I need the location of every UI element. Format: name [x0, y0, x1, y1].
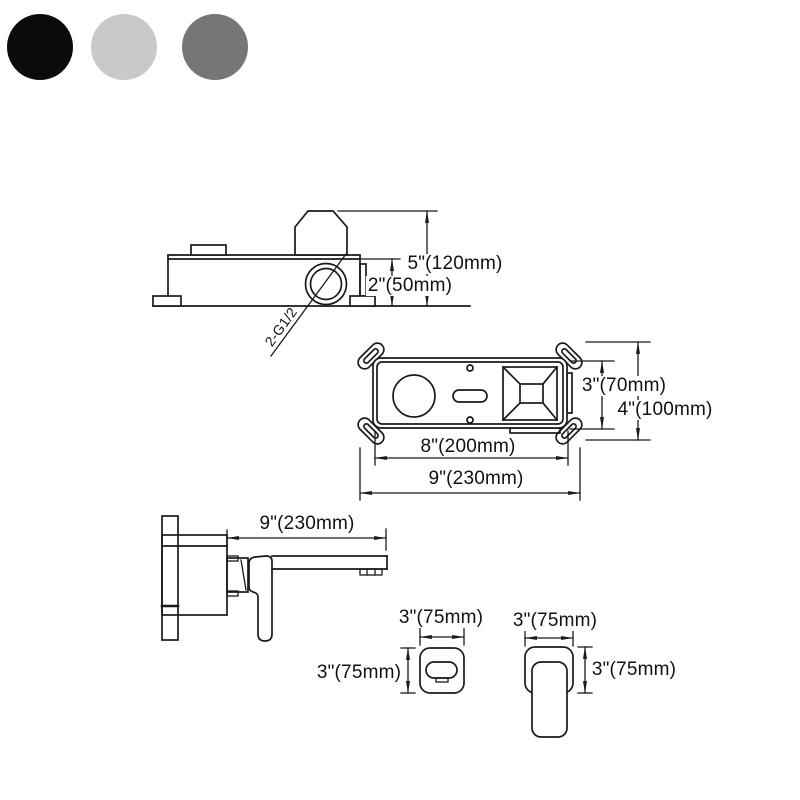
dim-spout-width: 3"(75mm) — [396, 607, 486, 629]
dim-valve-inlet-height: 2"(50mm) — [365, 275, 455, 297]
thread-leader-line — [270, 253, 347, 357]
color-swatch-light-gray[interactable] — [91, 14, 157, 80]
dim-handle-height: 3"(75mm) — [589, 659, 679, 681]
inlet-circle — [304, 262, 348, 306]
handle-front-view — [524, 628, 593, 738]
handle-lever-front — [531, 661, 568, 738]
dim-plate-body-height: 3"(70mm) — [579, 375, 669, 397]
slot-hole — [452, 389, 488, 403]
spout-face — [419, 647, 465, 694]
valve-cap — [294, 210, 348, 256]
top-port — [190, 244, 227, 256]
dim-plate-overall-width: 9"(230mm) — [426, 468, 526, 490]
lever-handle-side — [248, 555, 273, 642]
screw-hole-bottom — [466, 416, 474, 424]
spout-front-view — [400, 626, 465, 694]
color-swatch-black[interactable] — [7, 14, 73, 80]
dim-plate-overall-height: 4"(100mm) — [615, 399, 715, 421]
valve-side-view — [152, 210, 471, 357]
screw-hole-top — [466, 364, 474, 372]
dim-spout-height: 3"(75mm) — [314, 662, 404, 684]
dim-valve-total-height: 5"(120mm) — [405, 253, 505, 275]
dim-plate-body-width: 8"(200mm) — [418, 436, 518, 458]
faucet-side-view — [160, 515, 388, 642]
cartridge-boss — [501, 365, 559, 422]
faucet-side-dimensions — [226, 528, 387, 551]
left-foot — [152, 295, 182, 307]
handle-front-dimensions — [524, 628, 593, 694]
dim-spout-reach: 9"(230mm) — [257, 513, 357, 535]
color-swatch-dark-gray[interactable] — [182, 14, 248, 80]
valve-front-view — [357, 341, 651, 501]
aerator — [359, 568, 383, 576]
spout-front-dimensions — [400, 626, 465, 694]
supply-hole — [392, 374, 436, 418]
right-foot — [349, 295, 376, 307]
dim-handle-width: 3"(75mm) — [510, 610, 600, 632]
